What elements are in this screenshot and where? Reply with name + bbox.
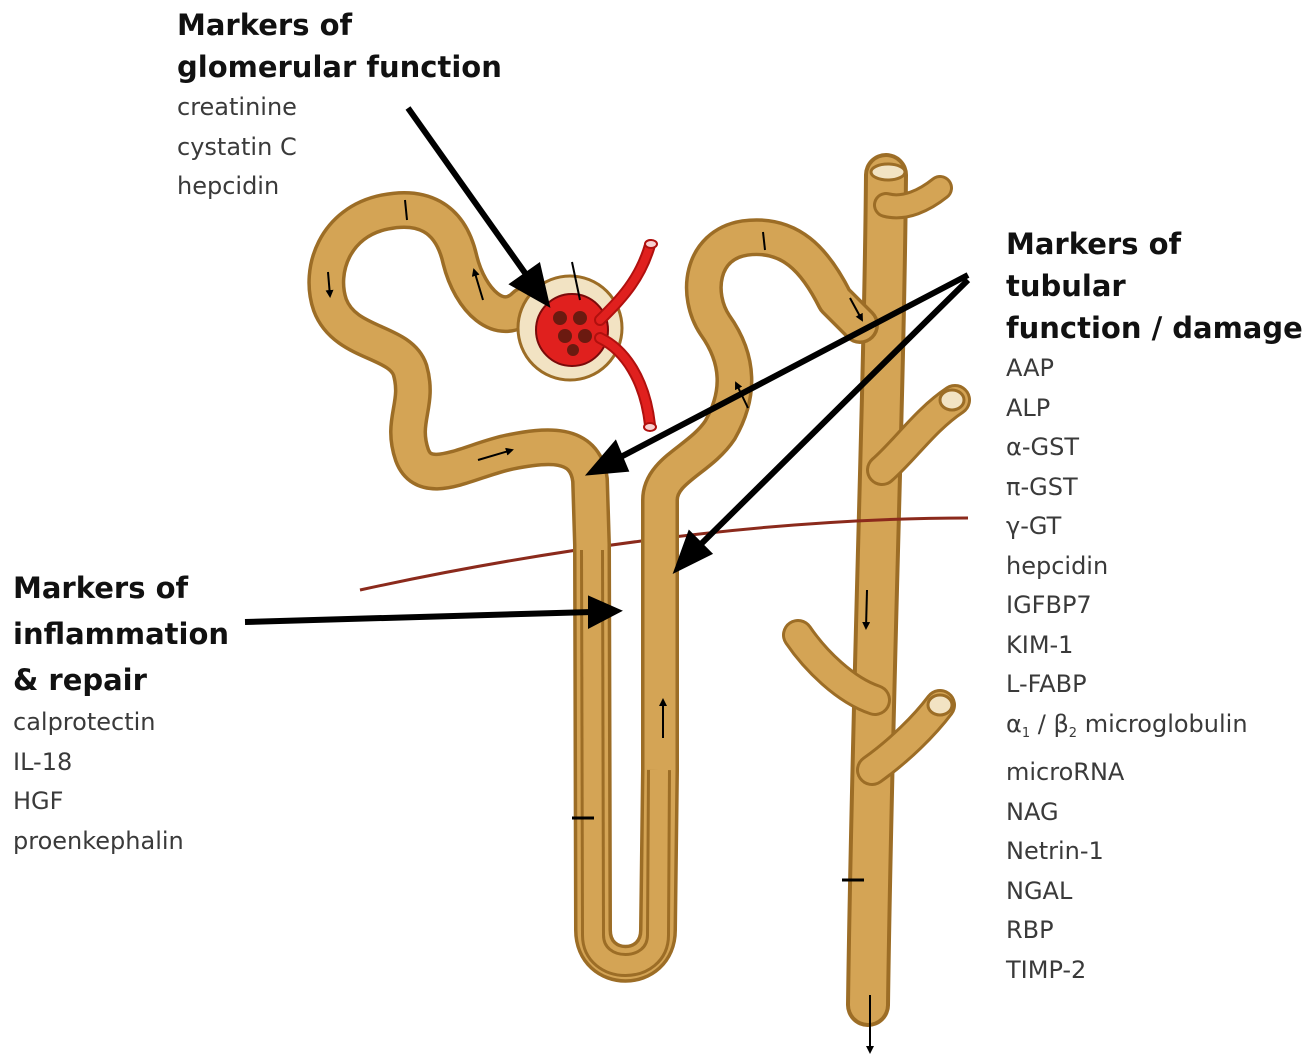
glomerular-list: creatinine cystatin C hepcidin xyxy=(177,88,502,207)
tubular-heading-line-1: Markers of tubular xyxy=(1006,223,1305,307)
tubular-list: AAP ALP α-GST π-GST γ-GT hepcidin IGFBP7… xyxy=(1006,349,1305,990)
beta-symbol: β xyxy=(1053,710,1068,738)
tubular-item: NAG xyxy=(1006,793,1305,833)
alpha-subscript: 1 xyxy=(1022,726,1030,741)
tubular-markers: Markers of tubular function / damage AAP… xyxy=(1006,223,1305,990)
tubular-item: ALP xyxy=(1006,389,1305,429)
tubular-item: γ-GT xyxy=(1006,507,1305,547)
tubular-item: α-GST xyxy=(1006,428,1305,468)
inflammation-heading-line-2: inflammation xyxy=(13,611,229,657)
tubular-item: hepcidin xyxy=(1006,547,1305,587)
tubular-item-microglobulin: α1 / β2 microglobulin xyxy=(1006,705,1305,754)
tubular-item: IGFBP7 xyxy=(1006,586,1305,626)
tubular-item: TIMP-2 xyxy=(1006,951,1305,991)
tubular-item: AAP xyxy=(1006,349,1305,389)
tubular-item: Netrin-1 xyxy=(1006,832,1305,872)
alpha-symbol: α xyxy=(1006,710,1022,738)
inflammation-list: calprotectin IL-18 HGF proenkephalin xyxy=(13,703,229,861)
tubular-item: microRNA xyxy=(1006,753,1305,793)
glomerular-item: cystatin C xyxy=(177,128,502,168)
slash: / xyxy=(1030,710,1053,738)
tubular-item: KIM-1 xyxy=(1006,626,1305,666)
inflammation-item: HGF xyxy=(13,782,229,822)
inflammation-item: IL-18 xyxy=(13,743,229,783)
tubular-item: π-GST xyxy=(1006,468,1305,508)
tubular-item: L-FABP xyxy=(1006,665,1305,705)
inflammation-item: proenkephalin xyxy=(13,822,229,862)
inflammation-markers: Markers of inflammation & repair calprot… xyxy=(13,565,229,861)
inflammation-heading-line-3: & repair xyxy=(13,657,229,703)
beta-subscript: 2 xyxy=(1069,726,1077,741)
glomerular-heading-line-2: glomerular function xyxy=(177,46,502,88)
glomerular-markers: Markers of glomerular function creatinin… xyxy=(177,4,502,207)
inflammation-item: calprotectin xyxy=(13,703,229,743)
tubular-item: NGAL xyxy=(1006,872,1305,912)
glomerular-heading-line-1: Markers of xyxy=(177,4,502,46)
glomerular-item: creatinine xyxy=(177,88,502,128)
microglobulin-word: microglobulin xyxy=(1077,710,1247,738)
tubular-item: RBP xyxy=(1006,911,1305,951)
glomerular-item: hepcidin xyxy=(177,167,502,207)
tubular-heading-line-2: function / damage xyxy=(1006,307,1305,349)
inflammation-heading-line-1: Markers of xyxy=(13,565,229,611)
